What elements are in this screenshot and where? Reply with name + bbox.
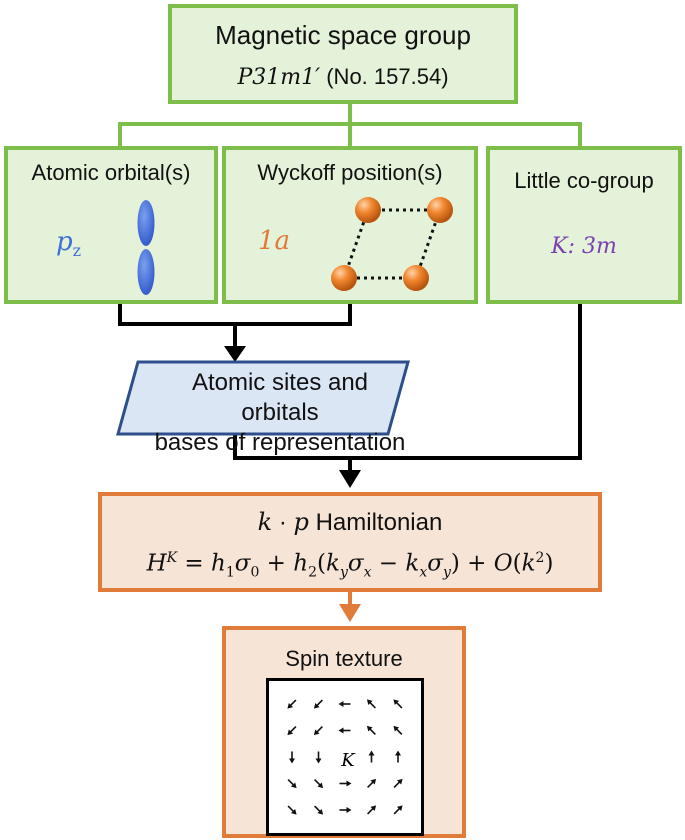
hamiltonian-equation: HK = h1σ0 + h2(kyσx − kxσy) + O(k2) [146, 550, 554, 581]
hamiltonian-title: k · p Hamiltonian [257, 508, 443, 536]
spin-arrow [313, 699, 323, 709]
spin-arrow [393, 805, 403, 815]
spin-arrow [338, 701, 351, 707]
spin-arrow [367, 778, 377, 788]
magnetic-space-group-symbol: P31m1′ [237, 65, 321, 90]
spin-arrow [338, 727, 351, 734]
spin-arrow [287, 699, 297, 709]
spin-texture-frame [266, 678, 424, 836]
spin-arrow [367, 805, 377, 815]
magnetic-space-group-symbol-line: P31m1′ (No. 157.54) [172, 64, 514, 90]
spin-texture-box: Spin texture K [222, 626, 466, 838]
spin-arrow [339, 780, 352, 787]
wyckoff-label: 1a [258, 226, 291, 256]
spin-arrow [366, 725, 376, 735]
black-flow-connector [118, 302, 582, 472]
arrow-head-to-spin [339, 604, 361, 622]
magnetic-space-group-title: Magnetic space group [215, 20, 471, 50]
spin-arrow [315, 751, 322, 764]
spin-arrow [287, 726, 297, 736]
atomic-orbitals-box: Atomic orbital(s) pz [4, 146, 218, 304]
wyckoff-box: Wyckoff position(s) 1a [222, 146, 478, 304]
magnetic-space-group-number: (No. 157.54) [326, 64, 449, 89]
magnetic-space-group-box: Magnetic space group P31m1′ (No. 157.54) [168, 4, 518, 104]
spin-arrow [366, 699, 376, 709]
arrow-head-to-bases [224, 346, 246, 362]
spin-arrow [289, 751, 295, 764]
spin-texture-plot: K [266, 678, 424, 836]
spin-arrow [287, 805, 297, 815]
spin-arrow [314, 779, 324, 789]
spin-arrow [339, 807, 352, 813]
spin-texture-title: Spin texture [285, 646, 403, 671]
spin-arrow [395, 750, 401, 763]
little-cogroup-title: Little co-group [514, 168, 654, 193]
bases-line-1: Atomic sites and orbitals [191, 369, 369, 426]
bases-line-2: bases of representation [154, 429, 406, 456]
bases-parallelogram-shape [116, 360, 410, 436]
hamiltonian-box: k · p Hamiltonian HK = h1σ0 + h2(kyσx − … [98, 492, 602, 592]
k-point-label: K [340, 750, 356, 771]
little-cogroup-label: K: 3m [551, 234, 617, 259]
wyckoff-title: Wyckoff position(s) [257, 160, 443, 185]
spin-arrow [368, 750, 375, 763]
lattice-icon [331, 197, 453, 291]
spin-arrow [314, 805, 324, 815]
pz-orbital-icon [137, 200, 155, 295]
orbital-label: pz [56, 227, 82, 261]
bases-of-representation-box: Atomic sites and orbitals bases of repre… [150, 368, 410, 458]
spin-arrow [393, 699, 403, 709]
spin-arrow [313, 726, 323, 736]
spin-arrow [393, 778, 403, 788]
little-cogroup-box: Little co-group K: 3m [486, 146, 682, 304]
spin-arrow [393, 725, 403, 735]
green-tree-connector [118, 102, 582, 146]
atomic-orbitals-title: Atomic orbital(s) [31, 160, 191, 185]
spin-arrow [287, 779, 297, 789]
arrow-head-to-hamiltonian [339, 470, 361, 488]
